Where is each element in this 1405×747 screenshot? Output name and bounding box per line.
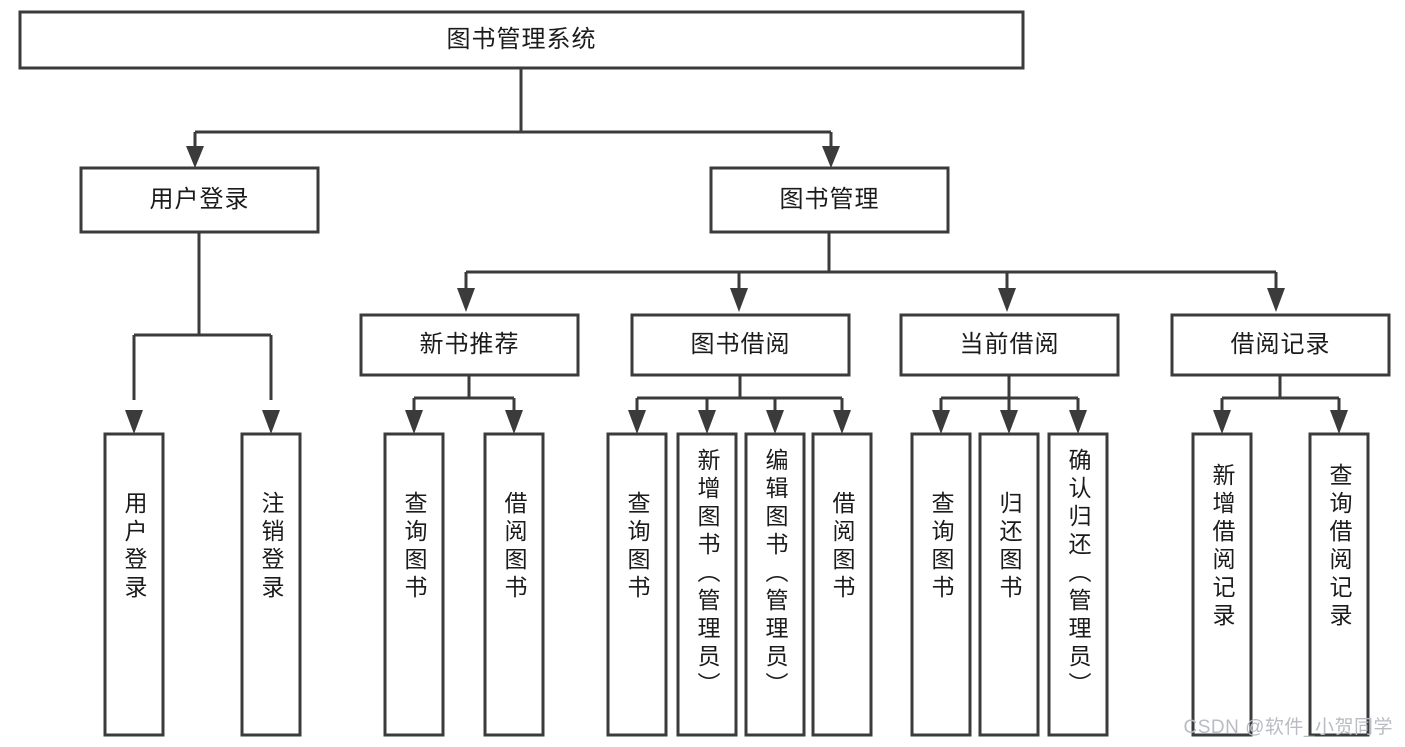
connector-login-bus [132,232,273,400]
arrow-to-borrow [730,288,748,312]
node-box-record[interactable] [1170,313,1391,377]
node-box-borrow[interactable] [630,313,851,377]
connector-newbook-bus [412,375,516,412]
arrow-to-leaf-query-book-1 [405,410,423,434]
node-box-leaf-borrow-book-1[interactable] [483,432,545,737]
arrow-to-leaf-logout [262,410,280,434]
arrow-to-bookmgmt [822,146,840,168]
arrow-to-leaf-borrow-book-2 [833,410,851,434]
arrow-to-leaf-borrow-book-1 [505,410,523,434]
connector-borrow-bus [635,375,844,412]
arrow-to-record [1267,288,1285,312]
arrow-to-leaf-confirm-return [1069,410,1087,434]
node-box-current[interactable] [899,313,1120,377]
connector-root-bus [193,68,833,152]
node-box-leaf-query-book-2[interactable] [606,432,668,737]
node-box-leaf-query-record[interactable] [1308,432,1370,737]
arrow-to-leaf-query-record [1330,410,1348,434]
node-box-leaf-add-record[interactable] [1191,432,1253,737]
arrow-to-login [186,146,204,168]
node-box-leaf-user-login[interactable] [103,432,165,737]
node-box-bookmgmt[interactable] [709,166,950,234]
node-box-leaf-borrow-book-2[interactable] [811,432,873,737]
arrow-to-leaf-user-login [125,410,143,434]
arrow-to-leaf-add-record [1213,410,1231,434]
connector-current-bus [939,375,1080,412]
node-box-leaf-logout[interactable] [240,432,302,737]
node-box-leaf-return-book[interactable] [978,432,1040,737]
arrow-to-leaf-edit-book [766,410,784,434]
node-box-leaf-confirm-return[interactable] [1047,432,1109,737]
node-box-newbook[interactable] [359,313,580,377]
arrow-to-newbook [457,288,475,312]
arrow-to-current [998,288,1016,312]
node-box-leaf-add-book[interactable] [676,432,738,737]
arrow-to-leaf-query-book-3 [932,410,950,434]
node-box-leaf-edit-book[interactable] [744,432,806,737]
node-box-leaf-query-book-3[interactable] [910,432,972,737]
node-box-login[interactable] [79,166,320,234]
node-box-leaf-query-book-1[interactable] [383,432,445,737]
arrow-to-leaf-return-book [1000,410,1018,434]
arrow-to-leaf-add-book [698,410,716,434]
node-box-root[interactable] [18,10,1025,70]
connector-bookmgmt-bus [464,232,1278,292]
csdn-watermark: CSDN @软件_小贺同学 [1183,717,1393,738]
connector-record-bus [1220,375,1341,412]
arrow-to-leaf-query-book-2 [628,410,646,434]
